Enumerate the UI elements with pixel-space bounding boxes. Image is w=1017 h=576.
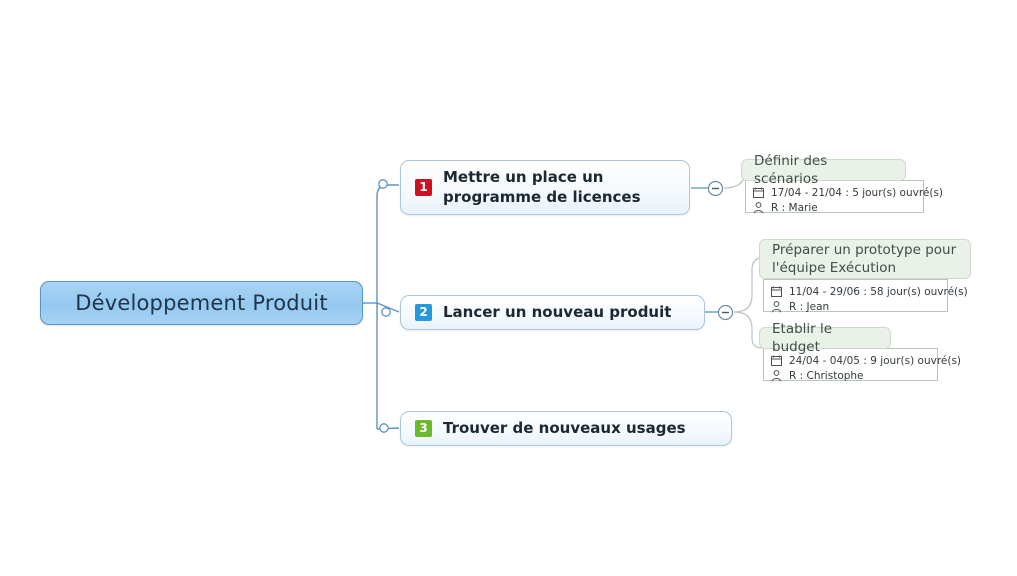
task-node-3-owner-row: R : Christophe [769, 368, 931, 383]
branch-node-1-label: Mettre un place un programme de licences [443, 168, 641, 208]
minus-circle-icon-branch-2[interactable] [717, 304, 734, 321]
task-node-3-body: 24/04 - 04/05 : 9 jour(s) ouvré(s) R : C… [763, 348, 961, 383]
branch-node-2[interactable]: 2 Lancer un nouveau produit [400, 295, 705, 330]
person-icon [769, 300, 784, 313]
collapse-handle-branch-3[interactable] [379, 423, 389, 433]
branch-node-3-label: Trouver de nouveaux usages [443, 418, 686, 437]
person-icon [751, 201, 766, 214]
task-node-2-title-line2: l'équipe Exécution [772, 260, 897, 276]
task-node-1-title: Définir des scénarios [754, 152, 828, 187]
person-icon [769, 369, 784, 382]
root-node[interactable]: Développement Produit [40, 281, 363, 325]
task-node-1-header[interactable]: Définir des scénarios [741, 153, 906, 187]
task-node-1-owner: R : Marie [771, 201, 818, 214]
collapse-handle-branch-2[interactable] [381, 307, 391, 317]
task-node-2-title: Préparer un prototype pour l'équipe Exéc… [772, 241, 956, 277]
task-node-2-owner: R : Jean [789, 300, 830, 313]
calendar-icon [769, 285, 784, 298]
collapse-handle-branch-1[interactable] [378, 179, 388, 189]
branch-node-3[interactable]: 3 Trouver de nouveaux usages [400, 411, 732, 446]
minus-circle-icon-branch-1[interactable] [707, 180, 724, 197]
branch-node-1[interactable]: 1 Mettre un place un programme de licenc… [400, 160, 690, 215]
task-node-3-header[interactable]: Etablir le budget [759, 321, 891, 355]
priority-badge-1: 1 [415, 179, 432, 196]
task-node-2-title-line1: Préparer un prototype pour [772, 241, 957, 258]
calendar-icon [769, 354, 784, 367]
branch-node-2-label: Lancer un nouveau produit [443, 302, 672, 321]
task-node-2-header[interactable]: Préparer un prototype pour l'équipe Exéc… [759, 239, 971, 279]
branch-node-1-label-line1: Mettre un place un [443, 167, 604, 186]
task-node-3-owner: R : Christophe [789, 369, 864, 382]
task-node-1-owner-row: R : Marie [751, 200, 917, 215]
calendar-icon [751, 186, 766, 199]
task-node-2-date-row: 11/04 - 29/06 : 58 jour(s) ouvré(s) [769, 284, 968, 299]
task-node-3-dates: 24/04 - 04/05 : 9 jour(s) ouvré(s) [789, 354, 962, 367]
priority-badge-3: 3 [415, 420, 432, 437]
task-node-3-title: Etablir le budget [772, 320, 833, 355]
root-node-label: Développement Produit [75, 291, 328, 315]
task-node-2-body: 11/04 - 29/06 : 58 jour(s) ouvré(s) R : … [763, 279, 968, 314]
branch-node-1-label-line2: programme de licences [443, 187, 641, 206]
task-node-2-dates: 11/04 - 29/06 : 58 jour(s) ouvré(s) [789, 285, 968, 298]
priority-badge-2: 2 [415, 304, 432, 321]
task-node-1-dates: 17/04 - 21/04 : 5 jour(s) ouvré(s) [771, 186, 944, 199]
task-node-1-date-row: 17/04 - 21/04 : 5 jour(s) ouvré(s) [751, 185, 943, 200]
task-node-2-owner-row: R : Jean [769, 299, 941, 314]
task-node-3-date-row: 24/04 - 04/05 : 9 jour(s) ouvré(s) [769, 353, 961, 368]
